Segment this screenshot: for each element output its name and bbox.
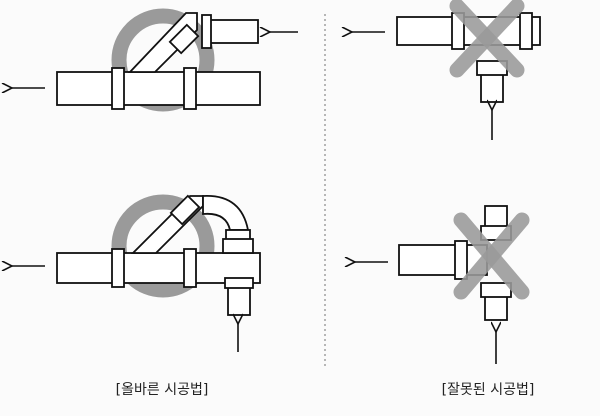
- caption-wrong-method: [잘못된 시공법]: [441, 382, 535, 398]
- correct-y-branch-diagram: [12, 8, 298, 112]
- riser-top-cap: [222, 238, 254, 254]
- caption-correct-method: [올바른 시공법]: [115, 382, 209, 398]
- wrong-x-mark: [453, 212, 530, 300]
- wrong-cross-diagram: [355, 205, 530, 364]
- main-collar: [454, 240, 468, 280]
- bend-coupling: [169, 194, 201, 226]
- main-collar-right: [183, 67, 197, 110]
- branch-pipe: [480, 73, 504, 103]
- main-collar-left: [111, 67, 125, 110]
- main-pipe: [56, 71, 261, 106]
- correct-circle-mark: [111, 194, 215, 298]
- main-collar-right: [519, 12, 533, 50]
- inlet-collar: [201, 14, 212, 49]
- branch-pipe: [127, 12, 198, 73]
- correct-bend-diagram: [12, 194, 261, 352]
- main-collar-right: [183, 248, 197, 288]
- branch-inlet-pipe: [208, 19, 259, 44]
- diagonal-coupling: [168, 23, 200, 55]
- riser-collar: [224, 277, 254, 289]
- wrong-x-mark: [449, 0, 525, 78]
- wrong-tee-diagram: [352, 0, 541, 140]
- main-collar-left: [111, 248, 125, 288]
